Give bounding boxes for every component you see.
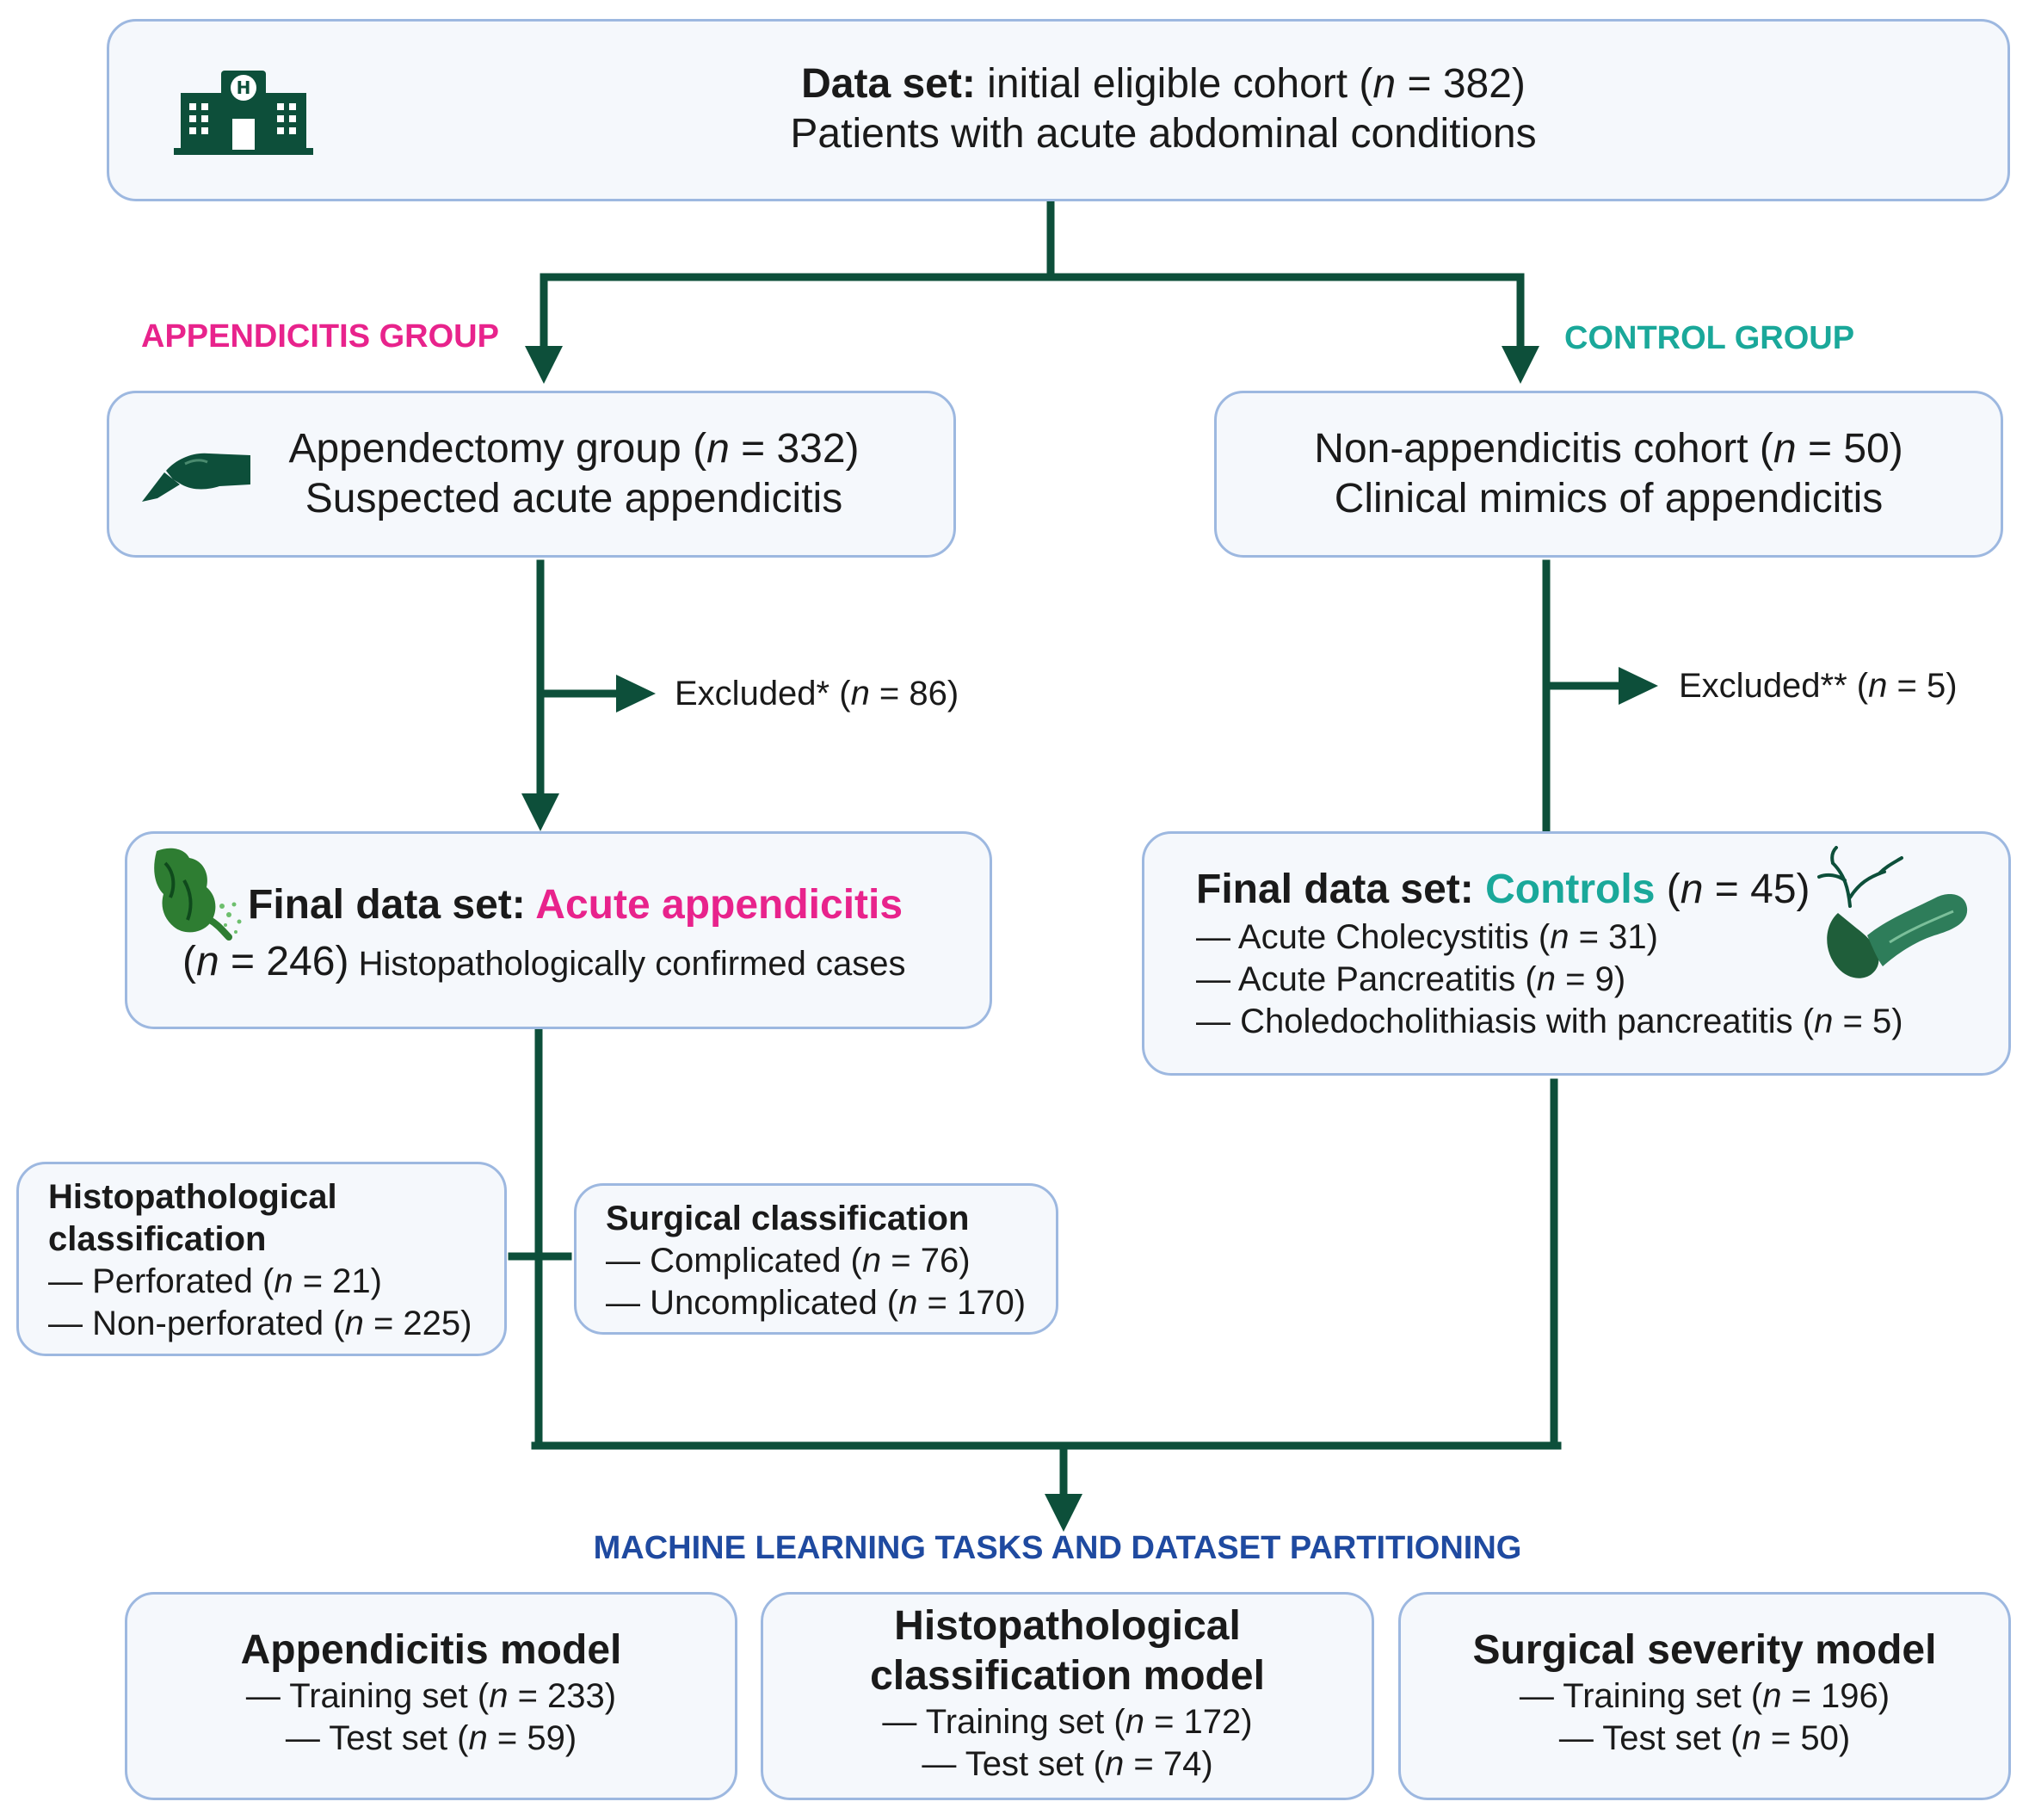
histo-item: — Perforated (n = 21) <box>48 1262 382 1300</box>
appendectomy-group-description: Suspected acute appendicitis <box>305 476 843 521</box>
ml-tasks-label: MACHINE LEARNING TASKS AND DATASET PARTI… <box>593 1530 1522 1566</box>
model-split-item: — Test set (n = 50) <box>1558 1719 1851 1757</box>
scalpel-hand-icon <box>142 453 250 502</box>
histopathological-classification-content: Histopathological classification — Perfo… <box>48 1176 472 1345</box>
histopathological-classification-box: Histopathological classification — Perfo… <box>16 1162 507 1356</box>
svg-text:H: H <box>237 77 251 98</box>
appendix-icon <box>154 848 242 941</box>
appendicitis-group-label: APPENDICITIS GROUP <box>141 318 499 355</box>
model-split-item: — Training set (n = 233) <box>245 1677 617 1715</box>
appendectomy-group-box: Appendectomy group (n = 332) Suspected a… <box>107 391 956 558</box>
initial-cohort-box: H Data set: initial eligible cohort (n =… <box>107 19 2010 201</box>
histopathological-model-box: Histopathological classification model —… <box>761 1592 1374 1800</box>
initial-cohort-label: Data set: <box>801 61 976 107</box>
appendectomy-group-text: Appendectomy group (n = 332) Suspected a… <box>264 424 884 524</box>
surgical-severity-model-title: Surgical severity model <box>1472 1627 1937 1673</box>
control-group-label: CONTROL GROUP <box>1564 320 1855 356</box>
initial-cohort-description: Patients with acute abdominal conditions <box>790 111 1537 157</box>
non-appendicitis-cohort-description: Clinical mimics of appendicitis <box>1334 476 1884 521</box>
initial-cohort-text: Data set: initial eligible cohort (n = 3… <box>540 59 1787 159</box>
surgical-item: — Complicated (n = 76) <box>606 1242 971 1280</box>
model-split-item: — Test set (n = 74) <box>922 1745 1213 1783</box>
appendicitis-model-content: Appendicitis model — Training set (n = 2… <box>127 1626 735 1760</box>
final-controls-box: Final data set: Controls (n = 45) — Acut… <box>1142 831 2011 1076</box>
final-controls-title: Final data set: Controls (n = 45) <box>1196 867 1810 912</box>
final-appendicitis-box: Final data set: Acute appendicitis (n = … <box>125 831 992 1029</box>
non-appendicitis-cohort-box: Non-appendicitis cohort (n = 50) Clinica… <box>1214 391 2003 558</box>
excluded-control-label: Excluded** (n = 5) <box>1679 667 1958 705</box>
surgical-classification-content: Surgical classification — Complicated (n… <box>606 1198 1026 1324</box>
histopathological-model-content: Histopathological classification model —… <box>763 1601 1372 1786</box>
model-split-item: — Test set (n = 59) <box>285 1719 577 1757</box>
appendicitis-model-title: Appendicitis model <box>240 1627 622 1673</box>
controls-item: — Choledocholithiasis with pancreatitis … <box>1196 1003 1903 1040</box>
excluded-appendicitis-label: Excluded* (n = 86) <box>675 675 959 713</box>
model-split-item: — Training set (n = 196) <box>1519 1677 1890 1715</box>
non-appendicitis-cohort-text: Non-appendicitis cohort (n = 50) Clinica… <box>1217 424 2001 524</box>
model-split-item: — Training set (n = 172) <box>882 1703 1253 1741</box>
controls-item: — Acute Pancreatitis (n = 9) <box>1196 960 1626 998</box>
histopathological-model-title-line2: classification model <box>870 1653 1265 1699</box>
histopathological-model-title: Histopathological <box>894 1603 1241 1649</box>
final-appendicitis-title: Final data set: Acute appendicitis <box>248 882 903 928</box>
final-appendicitis-description: (n = 246) Histopathologically confirmed … <box>182 939 906 984</box>
hospital-icon: H <box>174 71 313 155</box>
histo-item: — Non-perforated (n = 225) <box>48 1305 472 1342</box>
surgical-severity-model-content: Surgical severity model — Training set (… <box>1401 1626 2008 1760</box>
surgical-severity-model-box: Surgical severity model — Training set (… <box>1398 1592 2011 1800</box>
controls-item: — Acute Cholecystitis (n = 31) <box>1196 918 1658 956</box>
surgical-item: — Uncomplicated (n = 170) <box>606 1284 1027 1322</box>
pancreas-gallbladder-icon <box>1817 846 1968 978</box>
controls-list: — Acute Cholecystitis (n = 31) — Acute P… <box>1196 916 1903 1043</box>
surgical-classification-box: Surgical classification — Complicated (n… <box>574 1183 1058 1335</box>
appendicitis-model-box: Appendicitis model — Training set (n = 2… <box>125 1592 737 1800</box>
